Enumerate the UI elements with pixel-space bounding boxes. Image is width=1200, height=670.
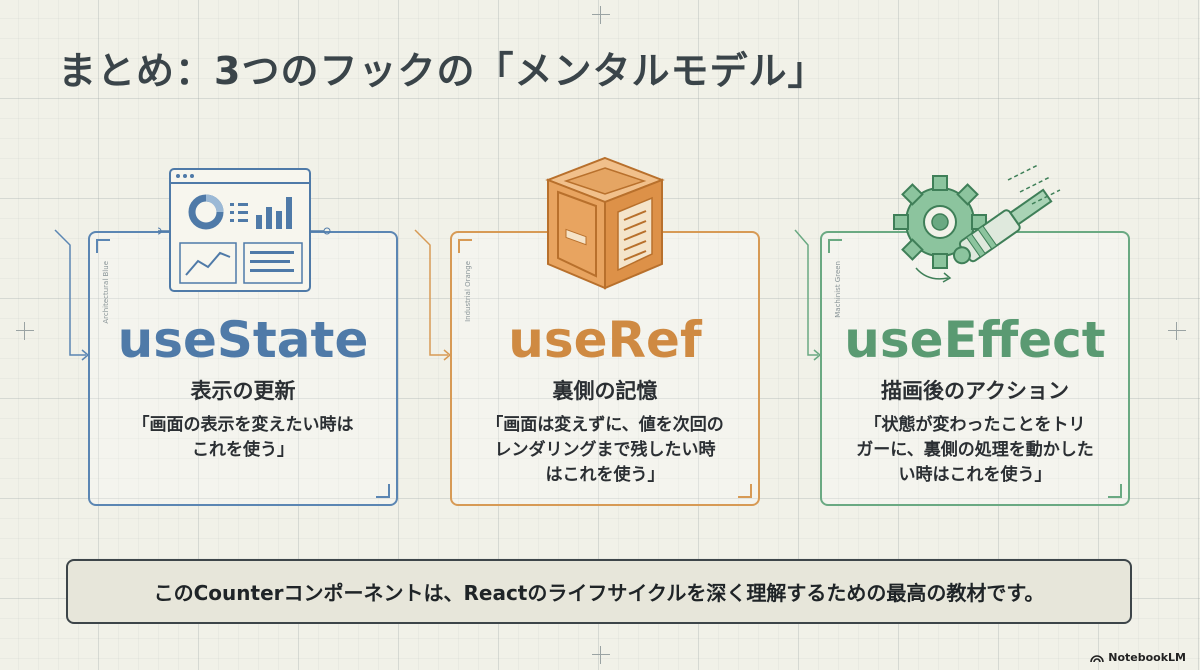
description-line: 「状態が変わったことをトリ	[864, 415, 1086, 435]
hook-name: useRef	[508, 311, 702, 369]
slide-title: まとめ：3つのフックの「メンタルモデル」	[58, 49, 827, 93]
hook-subtitle: 描画後のアクション	[881, 379, 1069, 403]
description-line: これを使う」	[192, 440, 294, 460]
summary-text: このCounterコンポーネントは、Reactのライフサイクルを深く理解するため…	[153, 581, 1045, 605]
hook-name: useEffect	[844, 311, 1106, 369]
corner-mark	[828, 239, 842, 253]
corner-mark	[458, 239, 472, 253]
card-side-label: Machinist Green	[834, 261, 842, 318]
crosshair-mark	[592, 646, 610, 664]
gear-piston-icon	[893, 164, 1061, 283]
notebooklm-logo-icon	[1090, 654, 1105, 662]
hook-subtitle: 表示の更新	[190, 379, 296, 403]
brand-logo: NotebookLM	[1090, 651, 1186, 664]
hook-description: 「画面は変えずに、値を次回の レンダリングまで残したい時 はこれを使う」	[470, 413, 740, 488]
description-line: ガーに、裏側の処理を動かした	[856, 440, 1094, 460]
summary-box: このCounterコンポーネントは、Reactのライフサイクルを深く理解するため…	[66, 559, 1132, 624]
description-line: 「画面は変えずに、値を次回の	[486, 415, 724, 435]
description-line: い時はこれを使う」	[898, 465, 1052, 485]
description-line: はこれを使う」	[545, 465, 665, 485]
storage-crate-icon	[545, 156, 665, 290]
crosshair-mark	[592, 6, 610, 24]
brand-name: NotebookLM	[1108, 651, 1186, 664]
corner-mark	[738, 484, 752, 498]
hook-card-useeffect: Machinist Green useEffect 描画後のアクション 「状態が…	[820, 231, 1130, 506]
description-line: レンダリングまで残したい時	[494, 440, 716, 460]
crosshair-mark	[1168, 322, 1186, 340]
corner-mark	[376, 484, 390, 498]
crosshair-mark	[16, 322, 34, 340]
corner-mark	[1108, 484, 1122, 498]
hook-subtitle: 裏側の記憶	[552, 379, 658, 403]
hook-description: 「画面の表示を変えたい時は これを使う」	[108, 413, 378, 463]
description-line: 「画面の表示を変えたい時は	[132, 415, 354, 435]
hook-name: useState	[117, 311, 369, 369]
hook-description: 「状態が変わったことをトリ ガーに、裏側の処理を動かした い時はこれを使う」	[840, 413, 1110, 488]
corner-mark	[96, 239, 110, 253]
dashboard-window-icon	[158, 168, 331, 292]
